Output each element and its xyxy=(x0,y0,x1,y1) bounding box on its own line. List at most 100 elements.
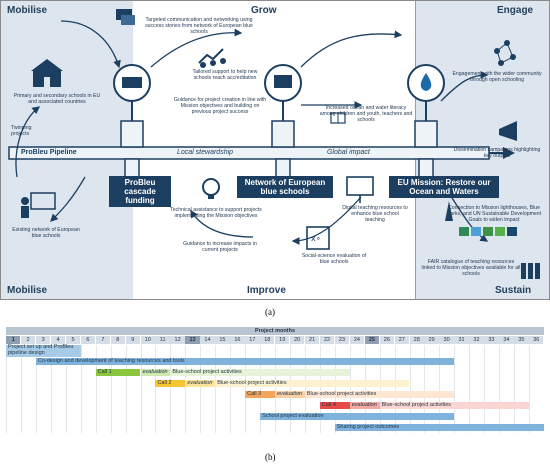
book-icon xyxy=(330,112,346,124)
month-cell: 30 xyxy=(439,336,454,344)
network-icon xyxy=(494,40,516,66)
grid-line xyxy=(319,345,321,433)
month-cell: 32 xyxy=(469,336,484,344)
text-twinning: Twinning projects xyxy=(11,125,32,137)
month-cell: 1 xyxy=(6,336,21,344)
grid-line xyxy=(170,345,172,433)
gantt-bar: Blue-school project activities xyxy=(170,369,350,376)
local-stewardship-label: Local stewardship xyxy=(177,149,234,156)
text-increased-literacy: Increased ocean and water literacy among… xyxy=(319,105,413,123)
gantt-bar: evaluation xyxy=(275,391,305,398)
grid-line xyxy=(499,345,501,433)
grid-line xyxy=(289,345,291,433)
valve-mission xyxy=(407,64,445,178)
text-dissemination: Dissemination campaigns highlighting key… xyxy=(453,147,541,159)
gantt-bar: Call 4 xyxy=(319,402,350,409)
corner-engage: Engage xyxy=(497,5,534,16)
month-cell: 5 xyxy=(65,336,81,344)
teacher-icon xyxy=(21,192,56,218)
grid-line xyxy=(334,345,336,433)
text-digital-teaching: Digital teaching resources to enhance bl… xyxy=(342,205,408,223)
month-cell: 15 xyxy=(215,336,230,344)
box-mission: EU Mission: Restore our Ocean and Waters xyxy=(389,176,499,198)
month-cell: 6 xyxy=(80,336,96,344)
grid-line xyxy=(155,345,157,433)
grid-line xyxy=(469,345,471,433)
gantt-bar: Call 1 xyxy=(95,369,141,376)
lightbulb-icon xyxy=(202,178,220,199)
month-cell: 29 xyxy=(424,336,439,344)
valve-funding xyxy=(113,64,151,182)
caption-b: (b) xyxy=(265,452,276,462)
corner-mobilise-bottom: Mobilise xyxy=(7,285,48,296)
gantt-bar: Blue-school project activities xyxy=(215,380,410,387)
month-cell: 16 xyxy=(230,336,245,344)
grid-line xyxy=(304,345,306,433)
gantt-bar: evaluation xyxy=(140,369,171,376)
grid-line xyxy=(514,345,516,433)
valve-network xyxy=(264,64,302,178)
month-cell: 27 xyxy=(394,336,409,344)
month-cell: 21 xyxy=(304,336,320,344)
grid-line xyxy=(20,345,22,433)
chat-icon xyxy=(116,9,135,25)
main-pipe xyxy=(8,146,515,160)
text-guidance-creation: Guidance for project creation in line wi… xyxy=(173,97,267,115)
grid-line xyxy=(484,345,486,433)
corner-improve: Improve xyxy=(247,285,286,296)
pipeline-label: ProBleu Pipeline xyxy=(21,149,77,156)
month-cell: 10 xyxy=(140,336,155,344)
grid-line xyxy=(260,345,262,433)
gantt-bar: School project evaluation xyxy=(260,413,455,420)
grid-line xyxy=(65,345,67,433)
grid-line xyxy=(364,345,366,433)
text-fair-catalogue: FAIR catalogue of teaching resources lin… xyxy=(421,259,521,277)
corner-grow: Grow xyxy=(251,5,277,16)
sdg-tiles xyxy=(459,227,517,236)
text-primary-schools: Primary and secondary schools in EU and … xyxy=(13,93,101,105)
gantt-bar: Call 3 xyxy=(245,391,275,398)
month-cell: 2 xyxy=(20,336,36,344)
gantt-bar: Co-design and development of teaching re… xyxy=(35,358,455,365)
month-cell: 19 xyxy=(275,336,290,344)
grid-line xyxy=(275,345,276,433)
month-cell: 13 xyxy=(185,336,200,344)
panel-a-diagram: Mobilise Grow Engage Mobilise Improve Su… xyxy=(0,0,550,300)
month-cell: 28 xyxy=(409,336,424,344)
text-engagement: Engagement with the wider community thro… xyxy=(452,71,542,83)
month-cell: 26 xyxy=(379,336,395,344)
gantt-bar: Project set up and ProBleu pipeline desi… xyxy=(6,344,81,357)
month-cell: 18 xyxy=(260,336,275,344)
gantt-bar: evaluation xyxy=(349,402,380,409)
box-cascade-funding: ProBleu cascade funding xyxy=(109,176,171,207)
gantt-bar: Blue-school project activities xyxy=(304,391,455,398)
grid-line xyxy=(394,345,396,433)
svg-text:x∘: x∘ xyxy=(311,234,321,243)
month-cell: 36 xyxy=(529,336,544,344)
grid-line xyxy=(200,345,202,433)
text-existing-network: Existing network of European blue school… xyxy=(12,227,80,239)
books-icon xyxy=(521,263,540,279)
month-cell: 24 xyxy=(349,336,365,344)
corner-mobilise-top: Mobilise xyxy=(7,5,48,16)
month-cell: 3 xyxy=(35,336,51,344)
month-cell: 11 xyxy=(155,336,170,344)
school-icon xyxy=(31,59,63,87)
grid-line xyxy=(424,345,426,433)
month-cell: 7 xyxy=(95,336,111,344)
growth-people-icon xyxy=(198,48,226,68)
month-cell: 35 xyxy=(514,336,529,344)
grid-line xyxy=(110,345,112,433)
grid-line xyxy=(125,345,127,433)
text-targeted-comm: Targeted communication and networking us… xyxy=(145,17,253,35)
grid-line xyxy=(379,345,381,433)
megaphone-icon xyxy=(499,121,517,141)
grid-line xyxy=(245,345,247,433)
grid-line xyxy=(140,345,142,433)
month-cell: 12 xyxy=(170,336,185,344)
month-cell: 20 xyxy=(289,336,305,344)
month-cell: 34 xyxy=(499,336,514,344)
grid-line xyxy=(454,345,456,433)
gantt-bar: Blue-school project activities xyxy=(379,402,530,409)
